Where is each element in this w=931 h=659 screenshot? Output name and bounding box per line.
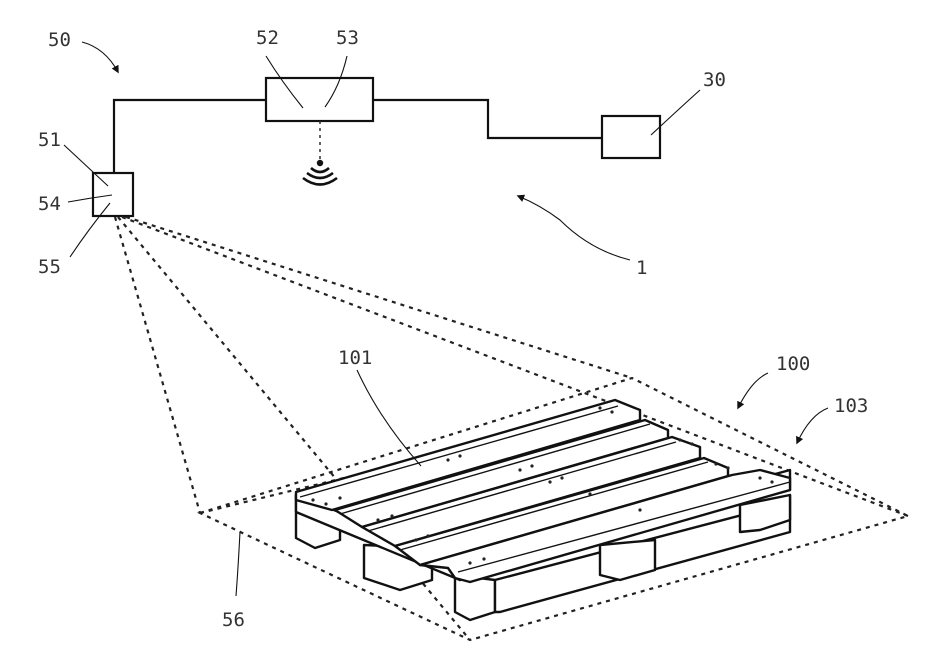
label-56: 56 <box>222 609 245 631</box>
deck-board-2 <box>333 418 670 529</box>
cable-control-to-remote <box>373 98 602 140</box>
label-53: 53 <box>336 27 359 49</box>
leader-53 <box>324 55 348 108</box>
remote-unit-box <box>600 114 662 160</box>
leader-56 <box>235 531 241 597</box>
leader-lines <box>63 41 829 597</box>
label-50: 50 <box>48 29 71 51</box>
pallet-block-right-mid <box>598 538 657 582</box>
reference-labels: 50 52 53 30 51 54 55 1 101 100 103 56 <box>38 27 868 631</box>
leader-51 <box>63 144 109 187</box>
label-1: 1 <box>636 257 647 279</box>
label-101: 101 <box>338 347 372 369</box>
control-unit-box <box>264 76 375 123</box>
pallet-block-right-front <box>453 573 497 622</box>
deck-board-5 <box>418 468 792 584</box>
label-103: 103 <box>834 395 868 417</box>
pallet <box>294 398 792 622</box>
leader-103 <box>796 407 829 445</box>
label-54: 54 <box>38 193 61 215</box>
leader-50 <box>81 41 119 74</box>
field-of-view-rays <box>113 215 909 641</box>
cable-sensor-to-control <box>112 98 266 173</box>
leader-52 <box>265 55 304 109</box>
label-51: 51 <box>38 129 61 151</box>
leader-30 <box>650 89 701 136</box>
label-30: 30 <box>703 69 726 91</box>
pallet-block-back <box>738 493 792 534</box>
leader-100 <box>737 372 769 410</box>
label-52: 52 <box>256 27 279 49</box>
pallet-nails <box>311 406 774 565</box>
deck-board-1 <box>294 398 642 512</box>
deck-board-3 <box>360 435 702 548</box>
label-55: 55 <box>38 256 61 278</box>
deck-board-4 <box>393 456 730 567</box>
leader-55 <box>69 202 111 258</box>
detection-area-outline <box>196 376 912 642</box>
wireless-signal-icon <box>302 159 338 186</box>
leader-54 <box>67 194 113 203</box>
label-100: 100 <box>776 353 810 375</box>
wiring <box>112 98 602 173</box>
leader-1 <box>516 194 631 261</box>
sensor-unit-box <box>91 171 135 218</box>
leader-101 <box>356 369 422 467</box>
